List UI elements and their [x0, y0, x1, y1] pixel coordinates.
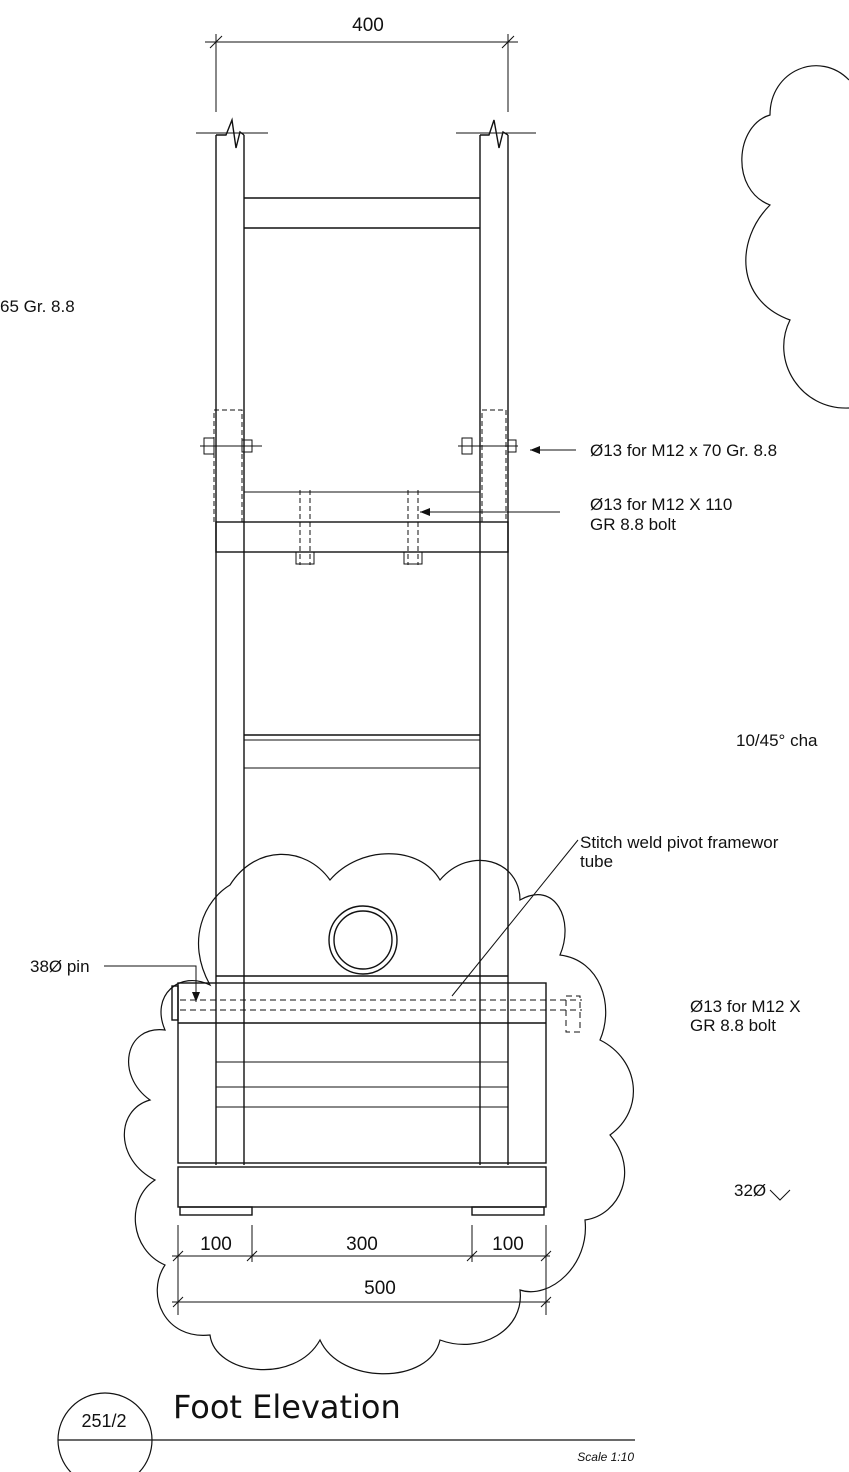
annotation-bolt-lower-line2: GR 8.8 bolt — [690, 1016, 776, 1035]
annotation-bolt-lower-line1: Ø13 for M12 X — [690, 997, 801, 1016]
drawing-ref-number: 251/2 — [81, 1411, 126, 1431]
annotation-stitch-weld-line2: tube — [580, 852, 613, 871]
annotation-bolt-through-line2: GR 8.8 bolt — [590, 515, 676, 534]
drawing-title: Foot Elevation — [173, 1388, 401, 1426]
drawing-scale: Scale 1:10 — [577, 1450, 634, 1464]
foot-base — [171, 975, 547, 1216]
dim-label-top-width: 400 — [352, 15, 384, 36]
annotation-chamfer: 10/45° cha — [736, 731, 818, 750]
annotation-bolt-left-partial: 65 Gr. 8.8 — [0, 297, 75, 316]
annotation-pin: 38Ø pin — [30, 957, 90, 976]
dim-label-bottom-middle: 300 — [346, 1234, 378, 1255]
dim-top — [205, 34, 518, 112]
post-bolt-details — [213, 409, 507, 565]
annotation-bolt-side: Ø13 for M12 x 70 Gr. 8.8 — [590, 441, 777, 460]
annotation-stitch-weld-line1: Stitch weld pivot framewor — [580, 833, 779, 852]
frame-cross-members — [215, 197, 509, 769]
frame-right-post — [456, 119, 536, 1165]
pivot-tube-circle — [328, 905, 398, 975]
title-block — [57, 1392, 635, 1472]
frame-left-post — [196, 117, 268, 1165]
annotation-diameter-32: 32Ø — [734, 1181, 766, 1200]
annotation-bolt-through-line1: Ø13 for M12 X 110 — [590, 495, 732, 514]
pivot-tube-hidden — [180, 995, 582, 1033]
dim-label-bottom-left: 100 — [200, 1234, 232, 1255]
dim-label-bottom-right: 100 — [492, 1234, 524, 1255]
dim-label-bottom-total: 500 — [364, 1278, 396, 1299]
bolt-heads — [200, 437, 518, 565]
revision-cloud-top-right — [741, 65, 849, 409]
revision-cloud-bottom — [123, 853, 634, 1375]
dim-bottom — [172, 1225, 552, 1315]
leader-lines — [104, 446, 791, 1201]
